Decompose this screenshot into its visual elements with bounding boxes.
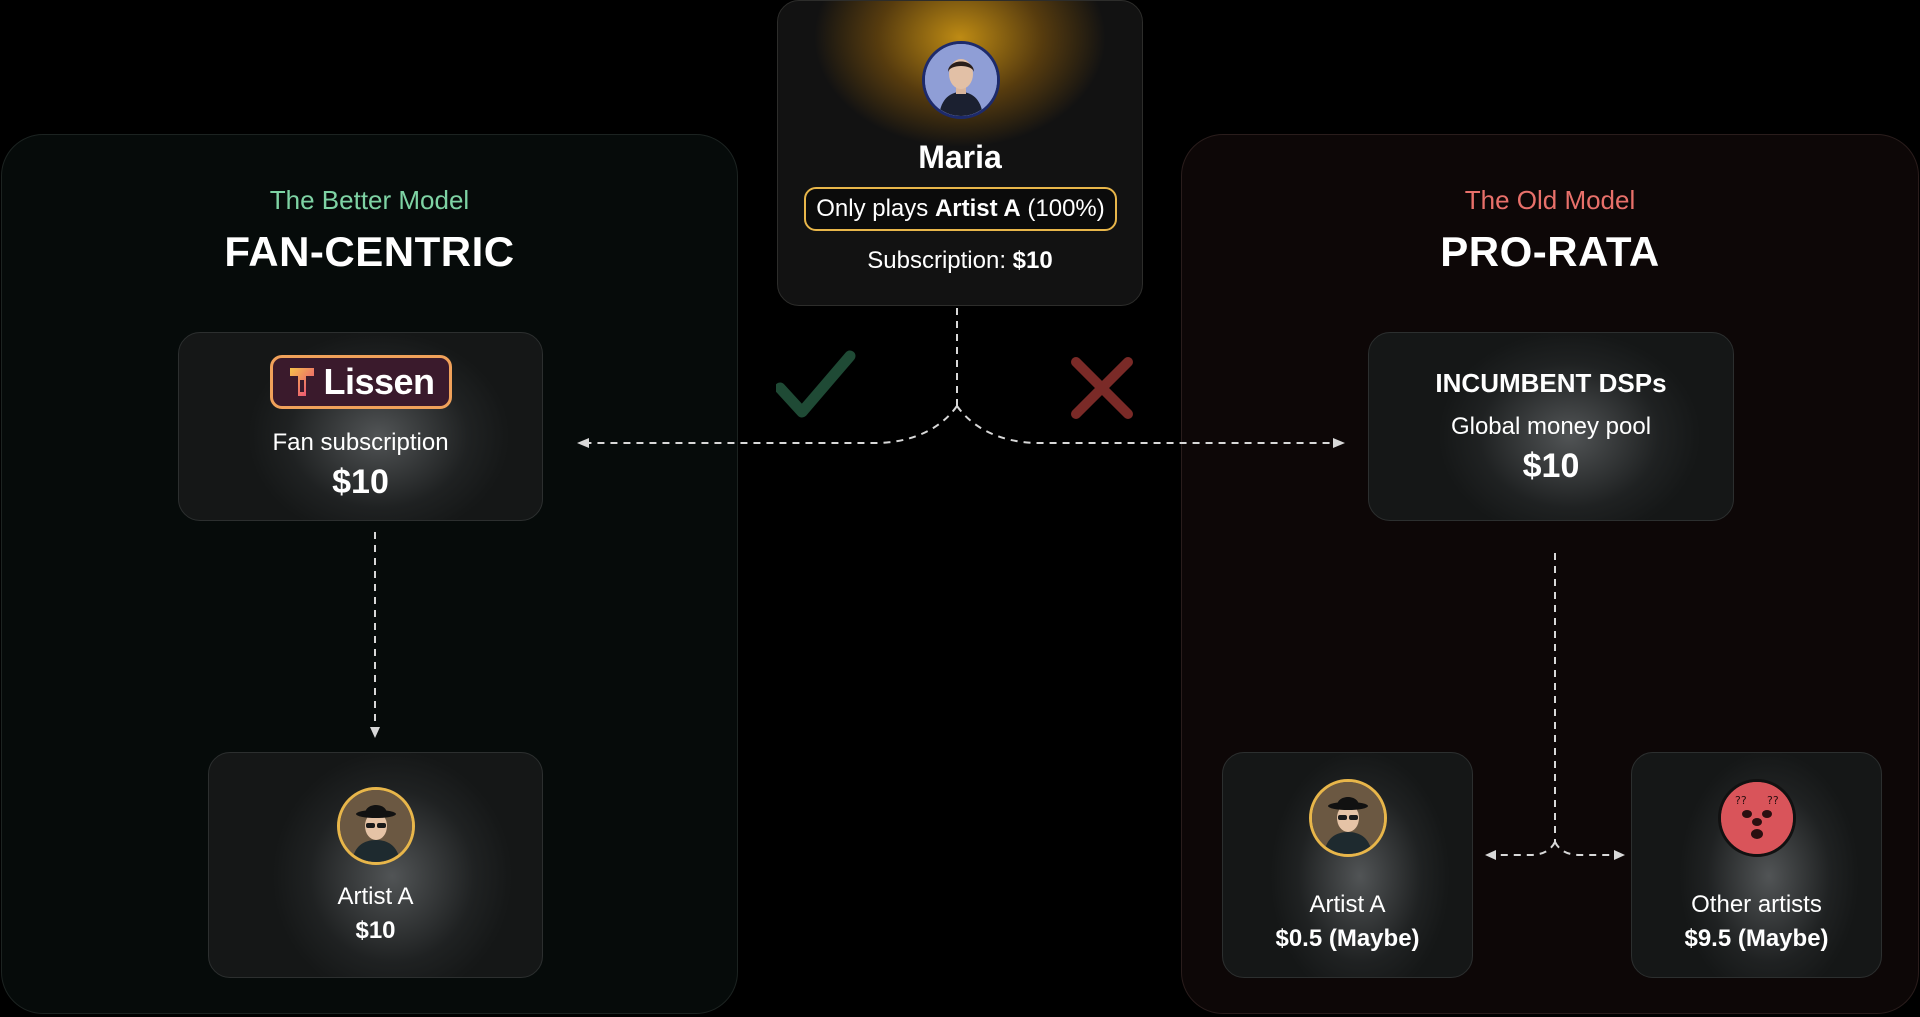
user-card: Maria Only plays Artist A (100%) Subscri… <box>777 0 1143 306</box>
lissen-logo-text: Lissen <box>323 361 435 402</box>
plays-suffix: (100%) <box>1020 195 1105 222</box>
artist-a-card-old: Artist A $0.5 (Maybe) <box>1222 752 1473 978</box>
subscription-value: $10 <box>1012 247 1053 274</box>
user-name: Maria <box>918 139 1002 175</box>
artist-portrait-icon <box>340 790 412 862</box>
confused-face-icon: ?? ?? <box>1721 782 1793 854</box>
service-label: Fan subscription <box>272 429 449 456</box>
incumbent-label: Global money pool <box>1450 413 1652 440</box>
others-value: $9.5 (Maybe) <box>1684 925 1829 952</box>
lissen-card: Lissen Fan subscription $10 <box>178 332 543 521</box>
user-avatar <box>922 41 1000 119</box>
artist-a-avatar <box>1309 779 1387 857</box>
artist-portrait-icon <box>1312 782 1384 854</box>
svg-text:??: ?? <box>1735 794 1747 807</box>
incumbent-value: $10 <box>1522 447 1580 485</box>
lissen-logo-icon <box>290 368 315 396</box>
panel-subtitle: The Better Model <box>269 185 470 215</box>
artist-value: $10 <box>355 917 396 944</box>
subscription-line: Subscription: $10 <box>778 247 1142 275</box>
incumbent-title: INCUMBENT DSPs <box>1435 368 1667 398</box>
other-artists-avatar: ?? ?? <box>1718 779 1796 857</box>
incumbent-card: INCUMBENT DSPs Global money pool $10 <box>1368 332 1734 521</box>
other-artists-card: ?? ?? Other artists $9.5 (Maybe) <box>1631 752 1882 978</box>
panel-title: FAN-CENTRIC <box>224 228 515 275</box>
svg-text:??: ?? <box>1767 794 1779 807</box>
woman-portrait-icon <box>925 44 997 116</box>
lissen-logo: Lissen <box>270 355 452 409</box>
plays-badge: Only plays Artist A (100%) <box>804 187 1117 231</box>
artist-name: Artist A <box>1309 891 1386 918</box>
check-icon <box>776 350 856 418</box>
artist-a-card: Artist A $10 <box>208 752 543 978</box>
panel-title: PRO-RATA <box>1440 228 1660 275</box>
service-value: $10 <box>332 463 389 501</box>
artist-a-avatar <box>337 787 415 865</box>
panel-subtitle: The Old Model <box>1464 185 1636 215</box>
plays-prefix: Only plays <box>816 195 935 222</box>
plays-artist: Artist A <box>934 195 1021 222</box>
subscription-label: Subscription: <box>867 247 1013 274</box>
artist-value: $0.5 (Maybe) <box>1275 925 1420 952</box>
artist-name: Artist A <box>337 883 414 910</box>
others-name: Other artists <box>1691 891 1822 918</box>
cross-icon <box>1071 357 1133 419</box>
